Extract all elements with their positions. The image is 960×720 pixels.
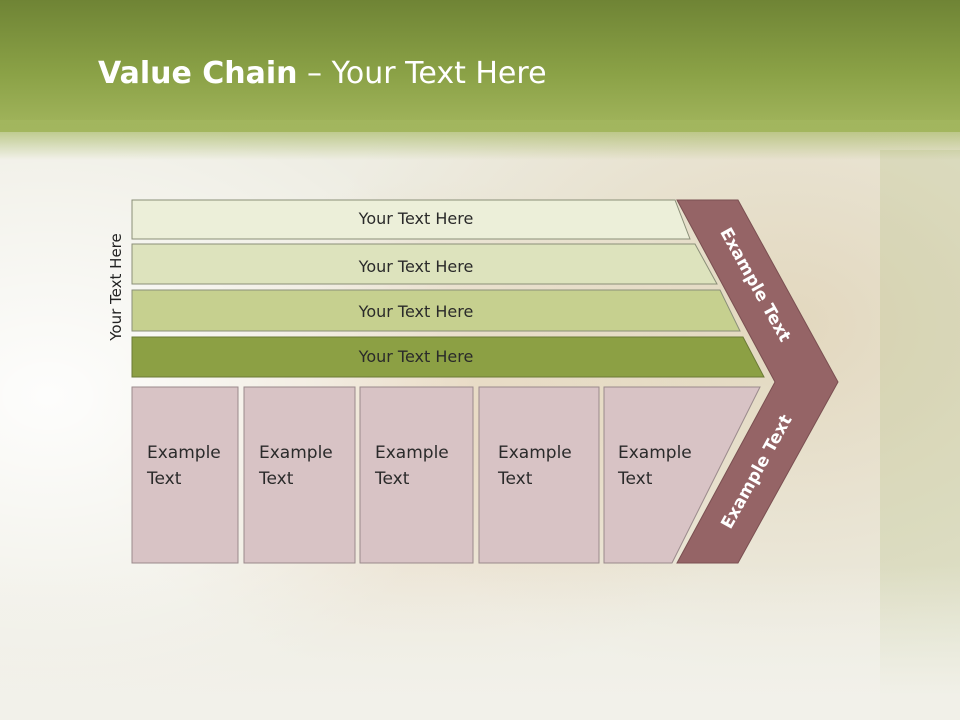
bar-2-label: Your Text Here — [358, 257, 474, 276]
cell-5-line2: Text — [618, 469, 653, 489]
cell-2-line1: Example — [259, 443, 333, 463]
cell-3-line1: Example — [375, 443, 449, 463]
title-bold: Value Chain — [98, 56, 298, 91]
cell-3 — [359, 386, 474, 564]
cell-2 — [243, 386, 356, 564]
bar-4-label: Your Text Here — [358, 347, 474, 366]
cell-4-line2: Text — [498, 469, 533, 489]
chevron-arrow — [676, 199, 839, 564]
bar-3-label: Your Text Here — [358, 302, 474, 321]
slide-title: Value Chain – Your Text Here — [98, 56, 547, 91]
cell-1-line2: Text — [147, 469, 182, 489]
title-rest: – Your Text Here — [297, 56, 547, 91]
cell-1 — [131, 386, 239, 564]
header-band — [0, 0, 960, 132]
bar-4 — [131, 336, 765, 378]
cell-1-line1: Example — [147, 443, 221, 463]
cell-5 — [603, 386, 761, 564]
cell-4-line1: Example — [498, 443, 572, 463]
bar-2 — [131, 243, 718, 285]
bar-3 — [131, 289, 741, 332]
cell-4 — [478, 386, 600, 564]
cell-3-line2: Text — [375, 469, 410, 489]
bar-1-label: Your Text Here — [358, 209, 474, 228]
bar-1 — [131, 199, 691, 240]
cell-5-line1: Example — [618, 443, 692, 463]
cell-2-line2: Text — [259, 469, 294, 489]
header-fade — [0, 120, 960, 160]
